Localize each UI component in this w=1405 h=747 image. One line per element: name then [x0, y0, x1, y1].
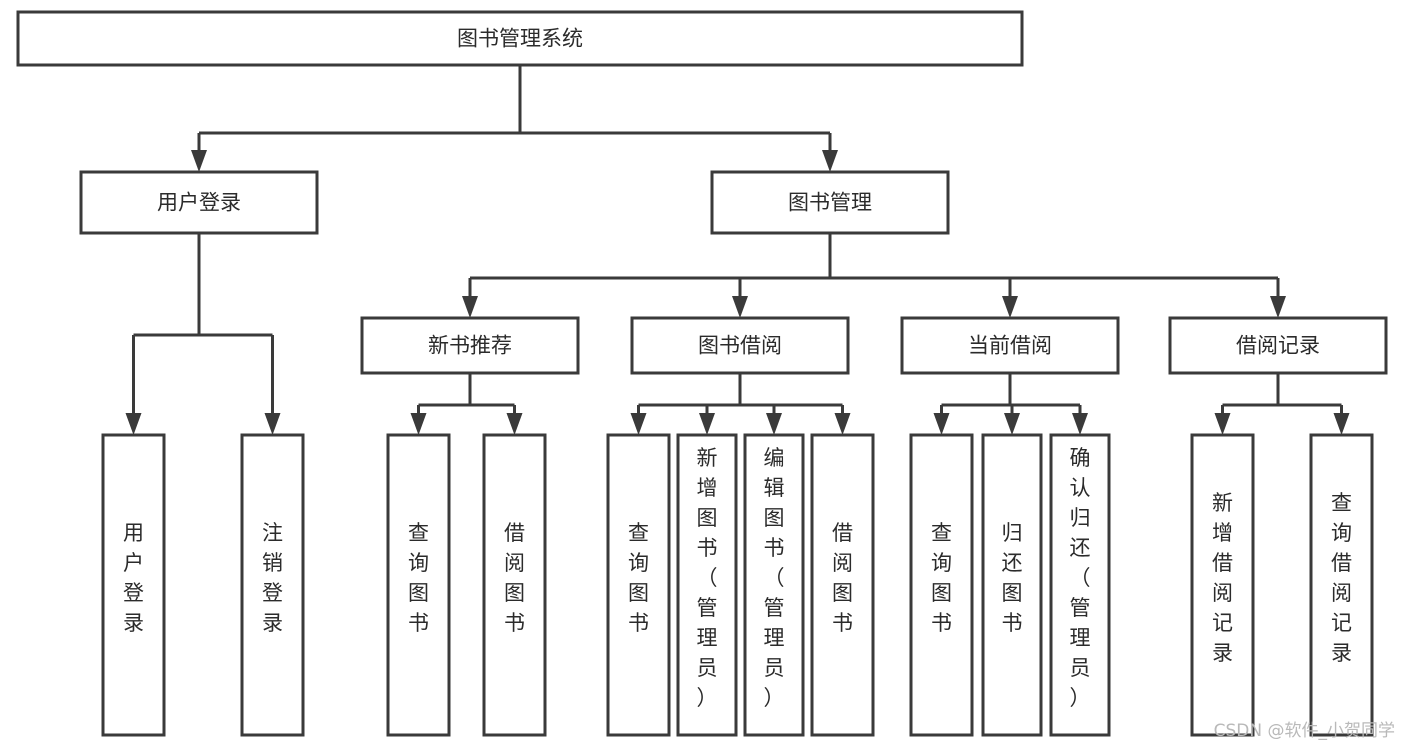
- arrow-head-icon: [1214, 413, 1231, 435]
- node-label: 图书管理系统: [457, 27, 583, 51]
- node-query-book-2[interactable]: 查询图书: [606, 433, 671, 737]
- connector-group: [933, 373, 1088, 435]
- arrow-head-icon: [1004, 413, 1020, 435]
- node-confirm-return-admin[interactable]: 确认归还（管理员）: [1049, 433, 1111, 737]
- node-book-borrow[interactable]: 图书借阅: [630, 316, 850, 375]
- node-label: 图书借阅: [698, 334, 782, 358]
- arrow-head-icon: [630, 413, 647, 435]
- arrow-head-icon: [699, 413, 715, 435]
- arrow-head-icon: [732, 296, 748, 318]
- node-label: 图书管理: [788, 191, 872, 215]
- node-add-book-admin[interactable]: 新增图书（管理员）: [676, 433, 738, 737]
- node-label: 用户登录: [157, 191, 241, 215]
- node-box: [909, 433, 974, 737]
- node-box: [1309, 433, 1374, 737]
- watermark-text: CSDN @软件_小贺同学: [1213, 721, 1395, 741]
- arrow-head-icon: [410, 413, 427, 435]
- connector-group: [125, 233, 281, 435]
- arrow-head-icon: [1333, 413, 1350, 435]
- arrow-head-icon: [264, 413, 281, 435]
- node-new-book-recommend[interactable]: 新书推荐: [360, 316, 580, 375]
- node-label: 借阅图书: [504, 521, 525, 635]
- node-box: [240, 433, 305, 737]
- node-box: [810, 433, 875, 737]
- node-box: [981, 433, 1043, 737]
- node-user-login-leaf[interactable]: 用户登录: [101, 433, 166, 737]
- arrow-head-icon: [1002, 296, 1018, 318]
- node-add-borrow-record[interactable]: 新增借阅记录: [1190, 433, 1255, 737]
- arrow-head-icon: [125, 413, 142, 435]
- node-box: [630, 316, 850, 375]
- connector-group: [630, 373, 851, 435]
- connector-group: [191, 65, 838, 172]
- node-query-book-3[interactable]: 查询图书: [909, 433, 974, 737]
- node-box: [743, 433, 805, 737]
- node-label: 新增借阅记录: [1212, 491, 1233, 665]
- connector-group: [1214, 373, 1350, 435]
- node-borrow-record[interactable]: 借阅记录: [1168, 316, 1388, 375]
- node-label: 新书推荐: [428, 334, 512, 358]
- node-label: 查询图书: [628, 521, 649, 635]
- node-label: 注销登录: [262, 521, 283, 635]
- arrow-head-icon: [191, 150, 207, 172]
- node-edit-book-admin[interactable]: 编辑图书（管理员）: [743, 433, 805, 737]
- node-return-book[interactable]: 归还图书: [981, 433, 1043, 737]
- node-box: [1190, 433, 1255, 737]
- node-label: 查询图书: [408, 521, 429, 635]
- node-box: [79, 170, 319, 235]
- node-query-book-1[interactable]: 查询图书: [386, 433, 451, 737]
- node-label: 借阅图书: [832, 521, 853, 635]
- node-book-management[interactable]: 图书管理: [710, 170, 950, 235]
- node-user-logout-leaf[interactable]: 注销登录: [240, 433, 305, 737]
- node-borrow-book-2[interactable]: 借阅图书: [810, 433, 875, 737]
- arrow-head-icon: [834, 413, 851, 435]
- node-label: 借阅记录: [1236, 334, 1320, 358]
- node-label: 编辑图书（管理员）: [764, 446, 785, 710]
- node-borrow-book-1[interactable]: 借阅图书: [482, 433, 547, 737]
- node-current-borrow[interactable]: 当前借阅: [900, 316, 1120, 375]
- node-box: [360, 316, 580, 375]
- node-label: 归还图书: [1002, 521, 1023, 635]
- node-label: 查询图书: [931, 521, 952, 635]
- arrow-head-icon: [933, 413, 950, 435]
- node-label: 确认归还（管理员）: [1070, 446, 1091, 710]
- node-label: 当前借阅: [968, 334, 1052, 358]
- node-box: [1049, 433, 1111, 737]
- node-box: [1168, 316, 1388, 375]
- node-box: [900, 316, 1120, 375]
- arrow-head-icon: [506, 413, 523, 435]
- connector-group: [462, 233, 1286, 318]
- node-box: [101, 433, 166, 737]
- arrow-head-icon: [1270, 296, 1286, 318]
- nodes-layer: 图书管理系统用户登录用户登录注销登录图书管理新书推荐查询图书借阅图书图书借阅查询…: [16, 10, 1388, 737]
- arrow-head-icon: [1072, 413, 1088, 435]
- arrow-head-icon: [822, 150, 838, 172]
- node-root-图书管理系统[interactable]: 图书管理系统: [16, 10, 1024, 67]
- node-box: [16, 10, 1024, 67]
- arrow-head-icon: [462, 296, 478, 318]
- node-label: 查询借阅记录: [1331, 491, 1352, 665]
- node-label: 新增图书（管理员）: [697, 446, 718, 710]
- connector-group: [410, 373, 523, 435]
- node-box: [710, 170, 950, 235]
- node-box: [606, 433, 671, 737]
- node-box: [482, 433, 547, 737]
- node-label: 用户登录: [123, 521, 144, 635]
- arrow-head-icon: [766, 413, 782, 435]
- node-user-login[interactable]: 用户登录: [79, 170, 319, 235]
- node-query-borrow-record[interactable]: 查询借阅记录: [1309, 433, 1374, 737]
- connectors-layer: [125, 65, 1350, 435]
- node-box: [676, 433, 738, 737]
- node-box: [386, 433, 451, 737]
